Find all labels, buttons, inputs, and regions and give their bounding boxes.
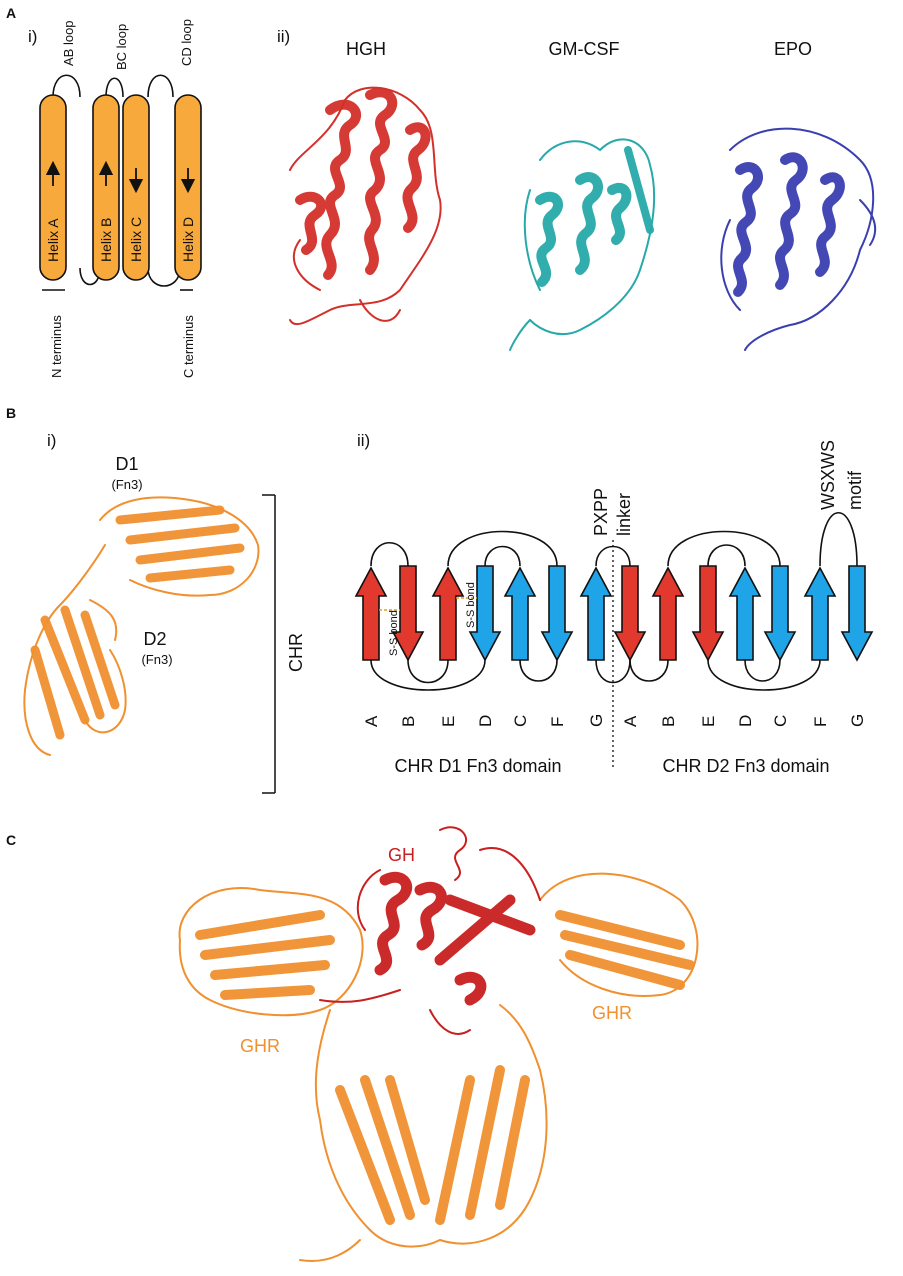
d1-strand-d-arrow — [468, 565, 502, 662]
hgh-structure-image — [289, 86, 442, 326]
c-terminus-label: C terminus — [181, 315, 196, 378]
d2-strand-d-letter: D — [736, 715, 755, 727]
chr-bracket — [262, 494, 276, 794]
bc-loop-label: BC loop — [114, 24, 129, 70]
ghr-right-label: GHR — [592, 1003, 632, 1023]
helix-b-label: Helix B — [98, 218, 114, 262]
d1-strand-e-letter: E — [439, 716, 458, 727]
chr-label: CHR — [286, 633, 306, 672]
d2-strand-b-letter: B — [659, 716, 678, 727]
d2-strand-e-letter: E — [699, 716, 718, 727]
pxpp-label-line1: PXPP — [591, 488, 611, 536]
ghr-left-label: GHR — [240, 1036, 280, 1056]
d1-strand-d-letter: D — [476, 715, 495, 727]
chr-fn3-structure-image — [23, 496, 260, 756]
helix-cylinders — [39, 94, 202, 281]
d1-strand-c-arrow — [503, 566, 537, 661]
d2-strand-c-arrow — [763, 565, 797, 662]
cd-loop-line — [147, 74, 174, 98]
panel-a-ii-label: ii) — [277, 27, 290, 46]
gmcsf-structure-image — [509, 138, 656, 351]
d1-strand-b-letter: B — [399, 716, 418, 727]
ss-bond-label-ed: S-S bond — [465, 582, 477, 628]
d2-sublabel: (Fn3) — [141, 652, 172, 667]
strand-letter-row: A B E D C F G A B E D C F G — [362, 714, 867, 727]
d2-domain-caption: CHR D2 Fn3 domain — [662, 756, 829, 776]
bc-loop-line — [105, 77, 124, 98]
panel-a-label: A — [6, 5, 16, 21]
d2-strand-e-arrow — [691, 565, 725, 662]
d1-domain-caption: CHR D1 Fn3 domain — [394, 756, 561, 776]
panel-a-i-label: i) — [28, 27, 37, 46]
epo-structure-image — [720, 127, 877, 351]
d1-strand-c-letter: C — [511, 715, 530, 727]
d2-strand-c-letter: C — [771, 715, 790, 727]
panel-b-i-label: i) — [47, 431, 56, 450]
d2-strand-b-arrow — [651, 566, 685, 661]
ab-loop-label: AB loop — [61, 20, 76, 66]
d2-strand-d-arrow — [728, 566, 762, 661]
d1-strand-g-letter: G — [587, 714, 606, 727]
helix-c-label: Helix C — [128, 217, 144, 262]
d2-strand-g-letter: G — [848, 714, 867, 727]
d1-strand-e-arrow — [431, 566, 465, 661]
hgh-title: HGH — [346, 39, 386, 59]
helix-a-label: Helix A — [45, 218, 61, 262]
d2-strand-f-letter: F — [811, 717, 830, 727]
d1-label: D1 — [115, 454, 138, 474]
panel-b-label: B — [6, 405, 16, 421]
d2-label: D2 — [143, 629, 166, 649]
helix-b-cylinder — [92, 94, 120, 281]
n-terminus-label: N terminus — [49, 315, 64, 378]
strand-topology-connections — [370, 511, 858, 691]
helix-a-cylinder — [39, 94, 67, 281]
panel-c-label: C — [6, 832, 16, 848]
helix-d-label: Helix D — [180, 217, 196, 262]
panel-b-ii-label: ii) — [357, 431, 370, 450]
d2-strand-f-arrow — [803, 566, 837, 661]
d2-strand-g-arrow — [840, 565, 874, 662]
d2-strand-a-arrow — [613, 565, 647, 662]
epo-title: EPO — [774, 39, 812, 59]
gh-label: GH — [388, 845, 415, 865]
helix-direction-arrows — [45, 160, 196, 194]
d1-strand-a-letter: A — [362, 715, 381, 727]
d1-strand-f-arrow — [540, 565, 574, 662]
disulfide-bonds — [379, 597, 477, 611]
gmcsf-title: GM-CSF — [549, 39, 620, 59]
d1-strand-b-arrow — [391, 565, 425, 662]
pxpp-label-line2: linker — [614, 493, 634, 536]
cd-loop-label: CD loop — [179, 19, 194, 66]
wsxws-label-line1: WSXWS — [818, 440, 838, 510]
d1-strand-f-letter: F — [548, 717, 567, 727]
d2-strand-a-letter: A — [621, 715, 640, 727]
ss-bond-label-ab: S-S bond — [388, 610, 400, 656]
d1-strand-g-arrow — [579, 566, 613, 661]
d1-strand-a-arrow — [354, 566, 388, 661]
wsxws-label-line2: motif — [845, 470, 865, 510]
helix-topology-diagram — [42, 74, 193, 291]
d1-sublabel: (Fn3) — [111, 477, 142, 492]
d1-strand-arrows — [354, 565, 613, 662]
gh-ghr-complex-image — [178, 826, 699, 1262]
d2-strand-arrows — [613, 565, 874, 662]
ab-loop-line — [52, 74, 81, 98]
